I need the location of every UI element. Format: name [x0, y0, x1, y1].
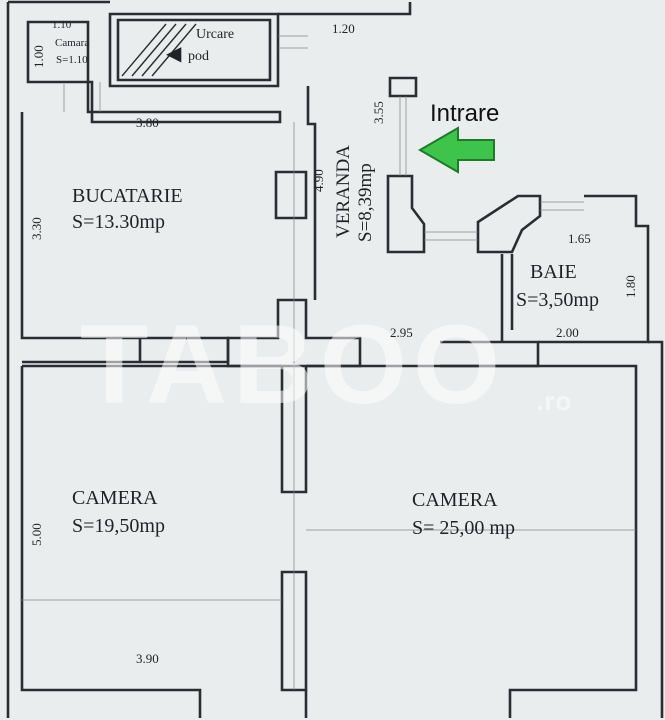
veranda-area: S=8,39mp — [355, 163, 376, 242]
dim-2-00: 2.00 — [556, 325, 579, 340]
entrance-label: Intrare — [430, 100, 500, 127]
dim-4-90: 4.90 — [311, 169, 326, 192]
wall-bath-right — [538, 194, 650, 344]
grid-lines — [20, 35, 636, 690]
dim-1-20: 1.20 — [332, 21, 355, 36]
dim-3-55: 3.55 — [371, 101, 386, 124]
camera-right-area: S= 25,00 mp — [412, 517, 515, 539]
green-arrow-icon — [418, 126, 495, 174]
wall-bath — [476, 194, 542, 254]
baie-area: S=3,50mp — [516, 289, 599, 311]
camera-left-area: S=19,50mp — [72, 515, 165, 537]
wall-right-outer — [648, 340, 664, 718]
baie-name: BAIE — [530, 261, 577, 283]
urcare-label: Urcare — [196, 27, 235, 42]
wall-camara — [26, 20, 282, 124]
dim-3-30: 3.30 — [29, 217, 44, 240]
stair-hatch — [121, 23, 197, 77]
wall-room-right — [306, 364, 638, 718]
camara-name: Camara — [55, 37, 90, 49]
wall-room-left-in — [20, 366, 202, 718]
dim-2-95: 2.95 — [390, 325, 413, 340]
wall-veranda-right — [386, 174, 426, 254]
wall-stair-box — [108, 12, 280, 88]
walls — [6, 0, 664, 718]
wall-stair-inner — [116, 18, 272, 82]
watermark-suffix: .ro — [536, 386, 573, 416]
bucatarie-area: S=13.30mp — [72, 211, 165, 233]
dim-1-65: 1.65 — [568, 231, 591, 246]
dim-3-80: 3.80 — [136, 115, 159, 130]
wall-veranda-pillar — [274, 170, 308, 220]
urcare-arrow-icon: ◀ — [166, 43, 182, 65]
bucatarie-name: BUCATARIE — [72, 185, 183, 207]
dim-1-80: 1.80 — [623, 275, 638, 298]
wall-door-frame — [388, 76, 418, 98]
wall-veranda-left — [306, 86, 317, 300]
entrance-arrow — [418, 126, 495, 174]
dim-5-00: 5.00 — [29, 523, 44, 546]
camara-dim: 1.10 — [52, 19, 72, 31]
camara-area: S=1.10 — [56, 54, 88, 66]
dim-3-90: 3.90 — [136, 651, 159, 666]
camera-right-name: CAMERA — [412, 489, 498, 511]
veranda-name: VERANDA — [333, 145, 354, 238]
urcare-pod: pod — [188, 49, 209, 64]
watermark: TABOO — [80, 302, 507, 427]
wall-top-right — [278, 2, 412, 16]
camera-left-name: CAMERA — [72, 487, 158, 509]
dim-1-00: 1.00 — [31, 45, 46, 68]
